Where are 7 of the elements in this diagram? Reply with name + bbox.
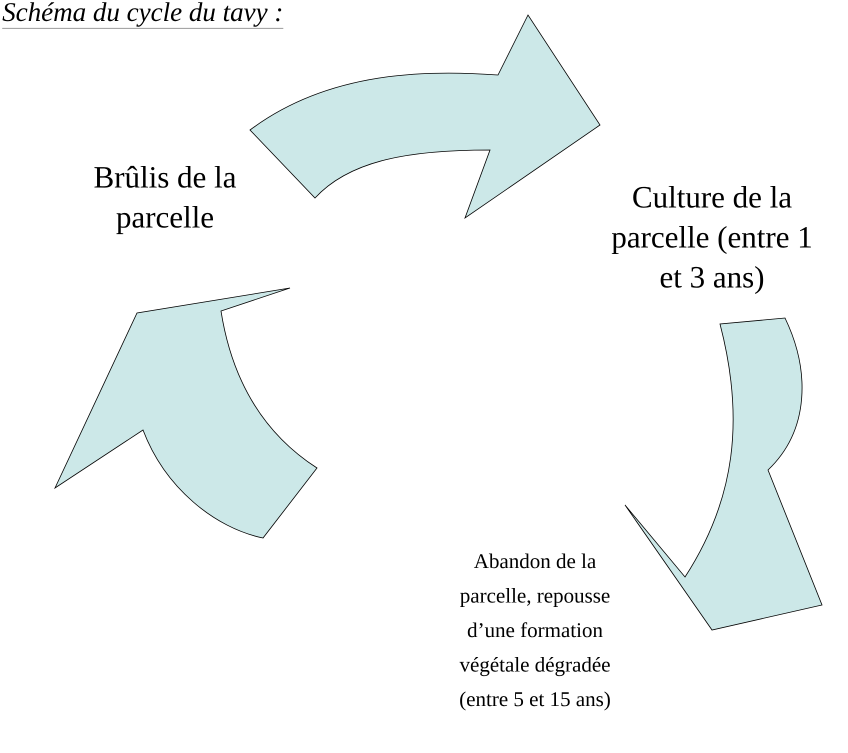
curved-arrow [624,318,822,630]
curved-arrow [54,288,318,538]
title: Schéma du cycle du tavy : [2,2,284,28]
step-label: Culture de la parcelle (entre 1 et 3 ans) [612,186,811,294]
curved-arrow [250,14,600,218]
step-label: Brûlis de la parcelle [94,166,236,234]
step-label: Abandon de la parcelle, repousse d’une formation végétale dégradée (entre 5 et 15 ans) [460,554,610,711]
